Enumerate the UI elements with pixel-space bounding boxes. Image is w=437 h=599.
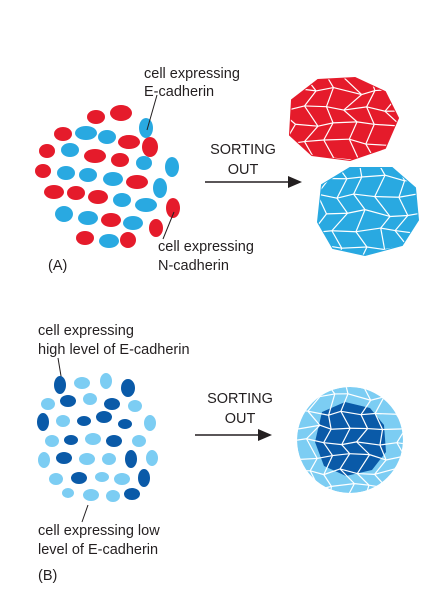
n-cadherin-cell — [84, 149, 106, 163]
e-cadherin-cell — [139, 118, 153, 138]
e-cadherin-leader-line — [146, 94, 158, 131]
panel-a-mixed-cells — [35, 105, 180, 248]
panel-a-arrow — [205, 176, 302, 188]
low-e-cadherin-cell — [83, 489, 99, 501]
high-e-cadherin-cell — [64, 435, 78, 445]
n-cadherin-cell — [39, 144, 55, 158]
low-e-cadherin-cell — [62, 488, 74, 498]
panel-b-sorting-label-line1: SORTING — [207, 391, 273, 407]
n-cadherin-cell — [110, 105, 132, 121]
low-e-cadherin-cell — [45, 435, 59, 447]
panel-a-label: (A) — [48, 258, 67, 274]
n-cadherin-cell — [35, 164, 51, 178]
n-cadherin-label-line1: cell expressing — [158, 239, 254, 255]
high-e-cadherin-cell — [96, 411, 112, 423]
n-cadherin-cell — [87, 110, 105, 124]
n-cadherin-cell — [142, 137, 158, 157]
n-cadherin-cell — [101, 213, 121, 227]
n-cadherin-cell — [118, 135, 140, 149]
low-e-cadherin-cell — [102, 453, 116, 465]
n-cadherin-cell — [54, 127, 72, 141]
e-cadherin-label-line1: cell expressing — [144, 66, 240, 82]
high-e-cadherin-cell — [56, 452, 72, 464]
low-level-label-line1: cell expressing low — [38, 523, 160, 539]
high-e-cadherin-cell — [138, 469, 150, 487]
high-e-cadherin-cell — [118, 419, 132, 429]
high-e-cadherin-cell — [77, 416, 91, 426]
low-e-cadherin-cell — [132, 435, 146, 447]
low-e-cadherin-cell — [56, 415, 70, 427]
low-e-cadherin-cell — [41, 398, 55, 410]
high-e-cadherin-cell — [121, 379, 135, 397]
e-cadherin-label-line2: E-cadherin — [144, 84, 214, 100]
n-cadherin-cell — [76, 231, 94, 245]
low-e-cadherin-cell — [38, 452, 50, 468]
n-cadherin-cell — [126, 175, 148, 189]
high-e-cadherin-cell — [106, 435, 122, 447]
low-e-cadherin-cell — [83, 393, 97, 405]
high-e-cadherin-cell — [125, 450, 137, 468]
low-e-cadherin-cell — [128, 400, 142, 412]
e-cadherin-cell — [57, 166, 75, 180]
high-e-cadherin-cell — [124, 488, 140, 500]
high-e-cadherin-cell — [54, 376, 66, 394]
low-e-cadherin-cell — [144, 415, 156, 431]
n-cadherin-cell — [149, 219, 163, 237]
e-cadherin-cell — [123, 216, 143, 230]
n-cadherin-cell — [166, 198, 180, 218]
e-cadherin-cell — [78, 211, 98, 225]
n-cadherin-label-line2: N-cadherin — [158, 258, 229, 274]
low-e-cadherin-cell — [79, 453, 95, 465]
e-cadherin-cell — [55, 206, 73, 222]
e-cadherin-cell — [75, 126, 97, 140]
high-level-label-line1: cell expressing — [38, 323, 134, 339]
low-level-leader-line — [81, 504, 89, 523]
n-cadherin-leader-line — [162, 211, 175, 240]
panel-a-sorting-label-line1: SORTING — [210, 142, 276, 158]
high-e-cadherin-cell — [71, 472, 87, 484]
sorted-layered-aggregate — [297, 387, 403, 493]
e-cadherin-cell — [136, 156, 152, 170]
low-e-cadherin-cell — [146, 450, 158, 466]
n-cadherin-cell — [88, 190, 108, 204]
low-e-cadherin-cell — [49, 473, 63, 485]
panel-b: cell expressing high level of E-cadherin… — [37, 323, 403, 584]
n-cadherin-cell — [44, 185, 64, 199]
n-cadherin-cell — [111, 153, 129, 167]
low-e-cadherin-cell — [85, 433, 101, 445]
panel-a-sorting-label-line2: OUT — [228, 162, 259, 178]
e-cadherin-cell — [99, 234, 119, 248]
low-level-label-line2: level of E-cadherin — [38, 542, 158, 558]
n-cadherin-cell — [67, 186, 85, 200]
low-e-cadherin-cell — [114, 473, 130, 485]
sorted-e-cadherin-aggregate — [316, 167, 420, 257]
high-level-label-line2: high level of E-cadherin — [38, 342, 190, 358]
panel-b-label: (B) — [38, 568, 57, 584]
panel-b-sorting-label-line2: OUT — [225, 411, 256, 427]
high-e-cadherin-cell — [37, 413, 49, 431]
low-e-cadherin-cell — [106, 490, 120, 502]
e-cadherin-cell — [113, 193, 131, 207]
panel-a: cell expressing E-cadherin cell expressi… — [35, 66, 420, 274]
e-cadherin-cell — [165, 157, 179, 177]
e-cadherin-cell — [61, 143, 79, 157]
e-cadherin-cell — [79, 168, 97, 182]
panel-b-mixed-cells — [37, 373, 158, 502]
e-cadherin-cell — [98, 130, 116, 144]
low-e-cadherin-cell — [95, 472, 109, 482]
low-e-cadherin-cell — [74, 377, 90, 389]
low-e-cadherin-cell — [100, 373, 112, 389]
panel-b-arrow — [195, 429, 272, 441]
e-cadherin-cell — [153, 178, 167, 198]
high-e-cadherin-cell — [60, 395, 76, 407]
n-cadherin-cell — [120, 232, 136, 248]
e-cadherin-cell — [103, 172, 123, 186]
high-e-cadherin-cell — [104, 398, 120, 410]
e-cadherin-cell — [135, 198, 157, 212]
